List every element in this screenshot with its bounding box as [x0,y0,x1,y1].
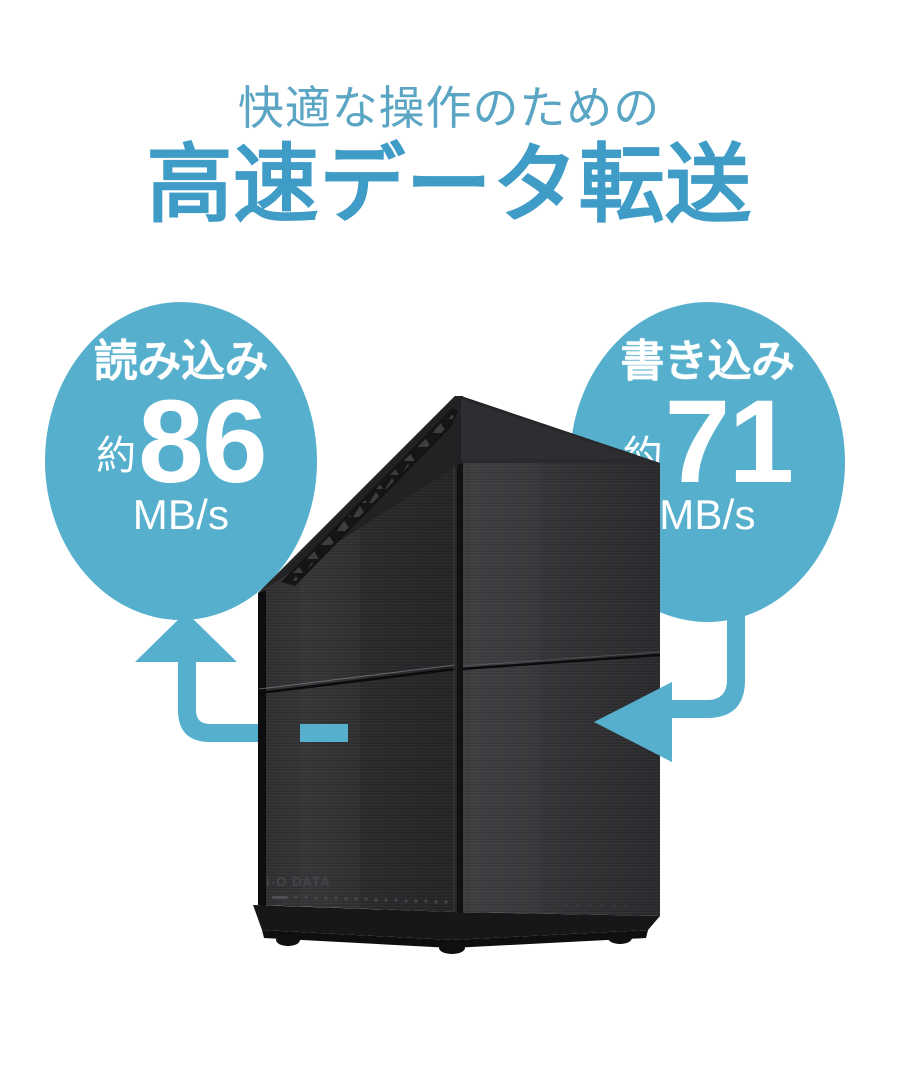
write-bubble-title: 書き込み [620,337,795,386]
read-bubble-title: 読み込み [93,337,269,386]
page-title: 高速データ転送 [146,136,752,233]
device-top-vent [281,408,458,586]
device-top-face [258,396,660,593]
write-speed-unit: MB/s [659,491,756,539]
read-flow-arrow [135,612,330,742]
read-speed-value: 86 [138,376,267,508]
device-foot [276,934,300,946]
device-base [253,905,660,954]
headline-subtitle: 快適な操作のための [237,82,661,134]
device-side-panel [460,396,661,916]
read-speed-unit: MB/s [132,491,230,539]
device-seam-line [460,653,661,671]
device-bottom-vent [272,895,628,908]
write-speed-value: 71 [664,376,794,508]
headline-block: 快適な操作のための 高速データ転送 [0,82,898,233]
read-bubble-number-row: 約 86 [96,376,267,508]
device-seam-line [258,667,456,695]
device-corner-edge [455,396,463,913]
read-speed-bubble: 読み込み 約 86 MB/s [45,302,317,620]
device-foot [439,942,465,954]
brand-logo: I-O DATA [266,874,331,889]
read-bubble-approx: 約 [96,434,137,479]
device-foot [608,932,632,944]
